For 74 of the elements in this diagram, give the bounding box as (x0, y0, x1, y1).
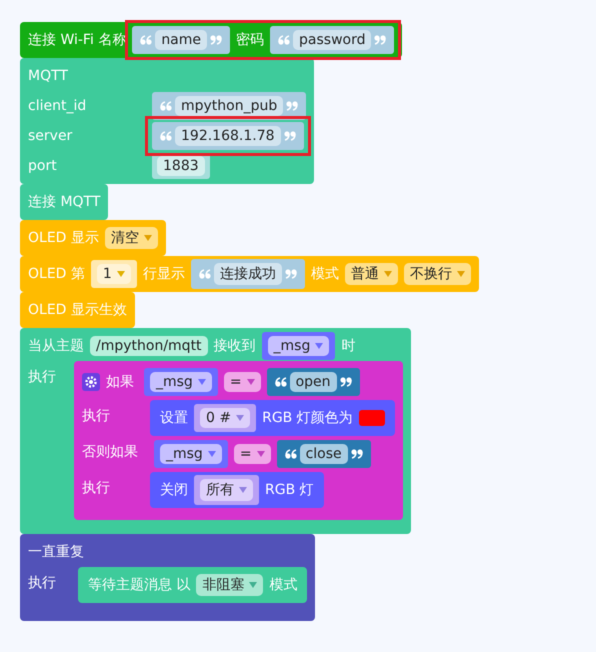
text-block (190, 259, 305, 289)
dropdown-field: 1 (96, 264, 131, 284)
block-label: 关闭 (160, 481, 188, 499)
block-label: MQTT (28, 68, 69, 84)
block-label: 否则如果 (82, 443, 139, 461)
code-block (150, 472, 324, 508)
text-value: name (155, 30, 208, 50)
text-block (132, 26, 230, 54)
block-label: 执行 (28, 574, 57, 592)
dropdown-field: = (224, 372, 261, 392)
dropdown-field: 普通 (344, 263, 398, 285)
text-block (276, 440, 371, 468)
code-block (78, 567, 308, 603)
dropdown-field: 0 # (200, 408, 250, 428)
value-block (194, 404, 256, 432)
dropdown-field: 所有 (200, 479, 253, 501)
color-swatch (358, 410, 385, 426)
text-value: close (300, 444, 348, 464)
block-label: 密码 (236, 31, 264, 49)
block-label: RGB 灯 (265, 481, 314, 499)
code-block (20, 328, 411, 534)
block-label: 当从主题 (28, 337, 84, 355)
value-block (194, 475, 259, 505)
code-block (20, 58, 314, 184)
text-value: mpython_pub (175, 96, 284, 116)
code-block (20, 534, 316, 621)
dropdown-field: _msg (160, 444, 222, 464)
variable-block (154, 440, 228, 468)
block-label: 模式 (310, 265, 339, 283)
block-label: 连接 MQTT (28, 193, 100, 211)
topic-value: /mpython/mqtt (90, 336, 208, 356)
block-label: 等待主题消息 以 (88, 576, 190, 594)
block-label: 连接 Wi-Fi 名称 (28, 31, 126, 49)
text-block (266, 368, 360, 396)
block-label: port (28, 158, 58, 174)
text-block (152, 122, 304, 150)
code-block (20, 292, 135, 328)
block-label: OLED 第 (28, 265, 85, 283)
block-label: server (28, 128, 74, 144)
block-label: 行显示 (142, 265, 185, 283)
block-label: 执行 (82, 407, 111, 425)
dropdown-field: _msg (268, 336, 330, 356)
value-block (90, 260, 137, 288)
block-label: 执行 (28, 368, 57, 386)
code-block (20, 184, 108, 220)
block-label: 时 (341, 337, 356, 355)
code-block (74, 361, 403, 520)
block-label: 一直重复 (28, 543, 84, 561)
block-label: 设置 (160, 409, 188, 427)
code-block (150, 400, 395, 436)
block-label: OLED 显示 (28, 229, 99, 247)
block-label: 模式 (269, 576, 298, 594)
text-value: 192.168.1.78 (175, 126, 281, 146)
dropdown-field: 清空 (104, 227, 158, 249)
code-block (20, 220, 166, 256)
block-label: OLED 显示生效 (28, 301, 127, 319)
variable-block (144, 368, 218, 396)
text-block (270, 26, 394, 54)
dropdown-field: 非阻塞 (196, 574, 264, 596)
block-label: client_id (28, 98, 88, 114)
block-label: RGB 灯颜色为 (262, 409, 353, 427)
dropdown-field: 不换行 (404, 263, 471, 285)
variable-block (262, 332, 336, 360)
block-label: 如果 (106, 373, 134, 391)
code-block (20, 256, 479, 292)
code-block (20, 22, 402, 58)
dropdown-field: _msg (150, 372, 212, 392)
number-value: 1883 (157, 156, 205, 176)
block-label: 执行 (82, 479, 111, 497)
text-value: password (293, 30, 372, 50)
block-label: 接收到 (214, 337, 256, 355)
text-value: 连接成功 (214, 263, 282, 285)
dropdown-field: = (234, 444, 271, 464)
text-value: open (290, 372, 337, 392)
